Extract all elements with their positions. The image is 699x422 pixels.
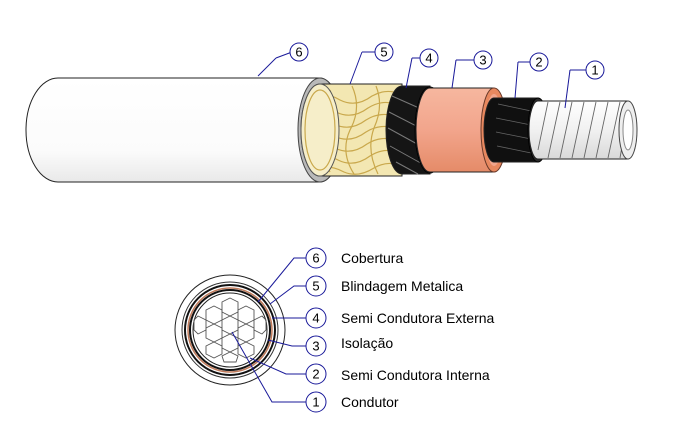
top-callout-1: 1: [564, 60, 605, 109]
section-inner-semicond: [192, 292, 268, 368]
svg-text:3: 3: [312, 339, 319, 354]
svg-text:Isolação: Isolação: [341, 335, 393, 351]
legend-item-1: 1 Condutor: [231, 331, 399, 413]
svg-text:1: 1: [312, 395, 319, 410]
svg-text:2: 2: [312, 367, 319, 382]
svg-text:2: 2: [535, 55, 542, 70]
legend: 6 Cobertura 5 Blindagem Metalica 4 Semi …: [231, 247, 495, 413]
svg-text:Semi Condutora Externa: Semi Condutora Externa: [341, 310, 495, 326]
top-callout-3: 3: [451, 50, 493, 89]
svg-text:5: 5: [312, 279, 319, 294]
jacket-layer: [25, 77, 343, 183]
svg-text:5: 5: [380, 45, 387, 60]
section-outer-semicond: [184, 284, 276, 376]
cable-cross-section: [174, 274, 286, 386]
svg-text:Blindagem Metalica: Blindagem Metalica: [341, 278, 463, 294]
conductor-layer: [528, 100, 638, 160]
legend-item-4: 4 Semi Condutora Externa: [272, 307, 495, 329]
legend-item-6: 6 Cobertura: [257, 247, 403, 303]
svg-text:6: 6: [295, 45, 302, 60]
svg-text:1: 1: [591, 63, 598, 78]
top-callout-6: 6: [257, 42, 309, 77]
legend-item-5: 5 Blindagem Metalica: [269, 275, 463, 305]
svg-text:4: 4: [312, 311, 319, 326]
svg-text:6: 6: [312, 251, 319, 266]
top-callout-2: 2: [514, 52, 549, 99]
legend-item-2: 2 Semi Condutora Interna: [249, 357, 490, 385]
top-callouts: 6 5 4 3 2 1: [257, 42, 605, 109]
legend-item-3: 3 Isolação: [267, 335, 393, 357]
section-conductor-strands: [193, 297, 267, 363]
svg-text:Cobertura: Cobertura: [341, 250, 403, 266]
section-shield: [181, 281, 279, 379]
svg-text:3: 3: [479, 53, 486, 68]
metallic-shield-layer: [300, 83, 403, 177]
cable-3d-view: [25, 77, 638, 183]
svg-text:Semi Condutora Interna: Semi Condutora Interna: [341, 367, 490, 383]
svg-text:Condutor: Condutor: [341, 394, 399, 410]
svg-text:4: 4: [425, 51, 432, 66]
top-callout-5: 5: [349, 42, 394, 85]
top-callout-4: 4: [405, 48, 439, 89]
